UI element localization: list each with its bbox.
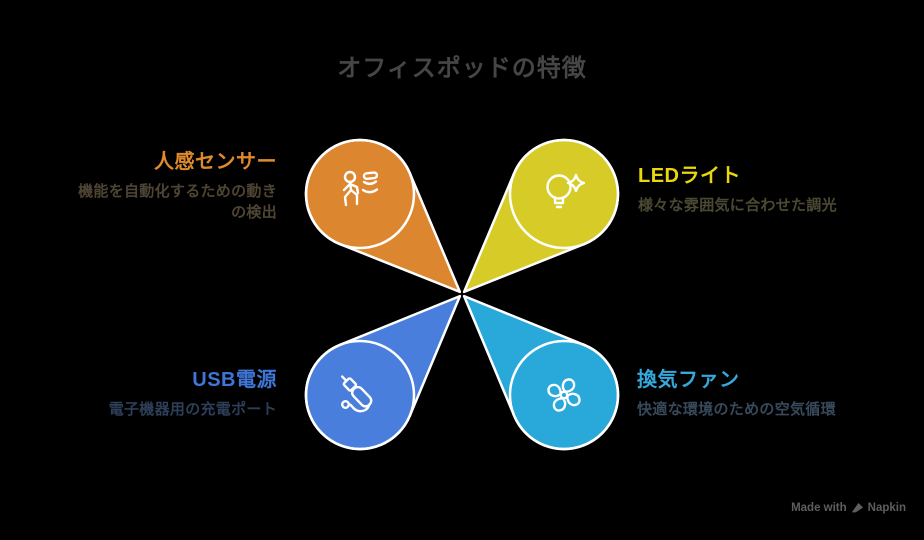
feature-led-light-description: 様々な雰囲気に合わせた調光 [638, 197, 837, 214]
watermark-text: Made with [791, 501, 847, 514]
circle-ventilation-fan [508, 339, 620, 451]
feature-led-light: LEDライト 様々な雰囲気に合わせた調光 [638, 159, 837, 217]
circle-usb-power [304, 339, 416, 451]
page-title: オフィスポッドの特徴 [337, 55, 587, 82]
feature-motion-sensor-description: 機能を自動化するための動き の検出 [78, 183, 277, 221]
feature-usb-power-description: 電子機器用の充電ポート [108, 401, 277, 418]
petal-ventilation-fan [462, 294, 620, 451]
napkin-pen-icon [851, 503, 863, 513]
petal-led-light [462, 138, 620, 294]
feature-ventilation-fan: 換気ファン 快適な環境のための空気循環 [637, 363, 836, 421]
feature-led-light-label: LEDライト [638, 165, 741, 187]
petal-motion-sensor [304, 138, 462, 294]
feature-motion-sensor: 人感センサー 機能を自動化するための動き の検出 [78, 145, 277, 223]
feature-motion-sensor-label: 人感センサー [154, 151, 277, 173]
motion-sensor-icon [342, 170, 379, 207]
feature-usb-power-label: USB電源 [192, 369, 277, 391]
circle-motion-sensor [304, 138, 416, 250]
led-lightbulb-icon [546, 173, 586, 209]
watermark-brand: Napkin [867, 501, 906, 514]
circle-led-light [508, 138, 620, 250]
feature-ventilation-fan-label: 換気ファン [637, 369, 740, 391]
feature-usb-power: USB電源 電子機器用の充電ポート [109, 363, 277, 421]
ventilation-fan-icon [547, 378, 581, 412]
petal-usb-power [304, 294, 462, 451]
usb-plug-icon [341, 375, 373, 413]
watermark: Made with Napkin [791, 501, 906, 514]
feature-ventilation-fan-description: 快適な環境のための空気循環 [637, 401, 836, 418]
